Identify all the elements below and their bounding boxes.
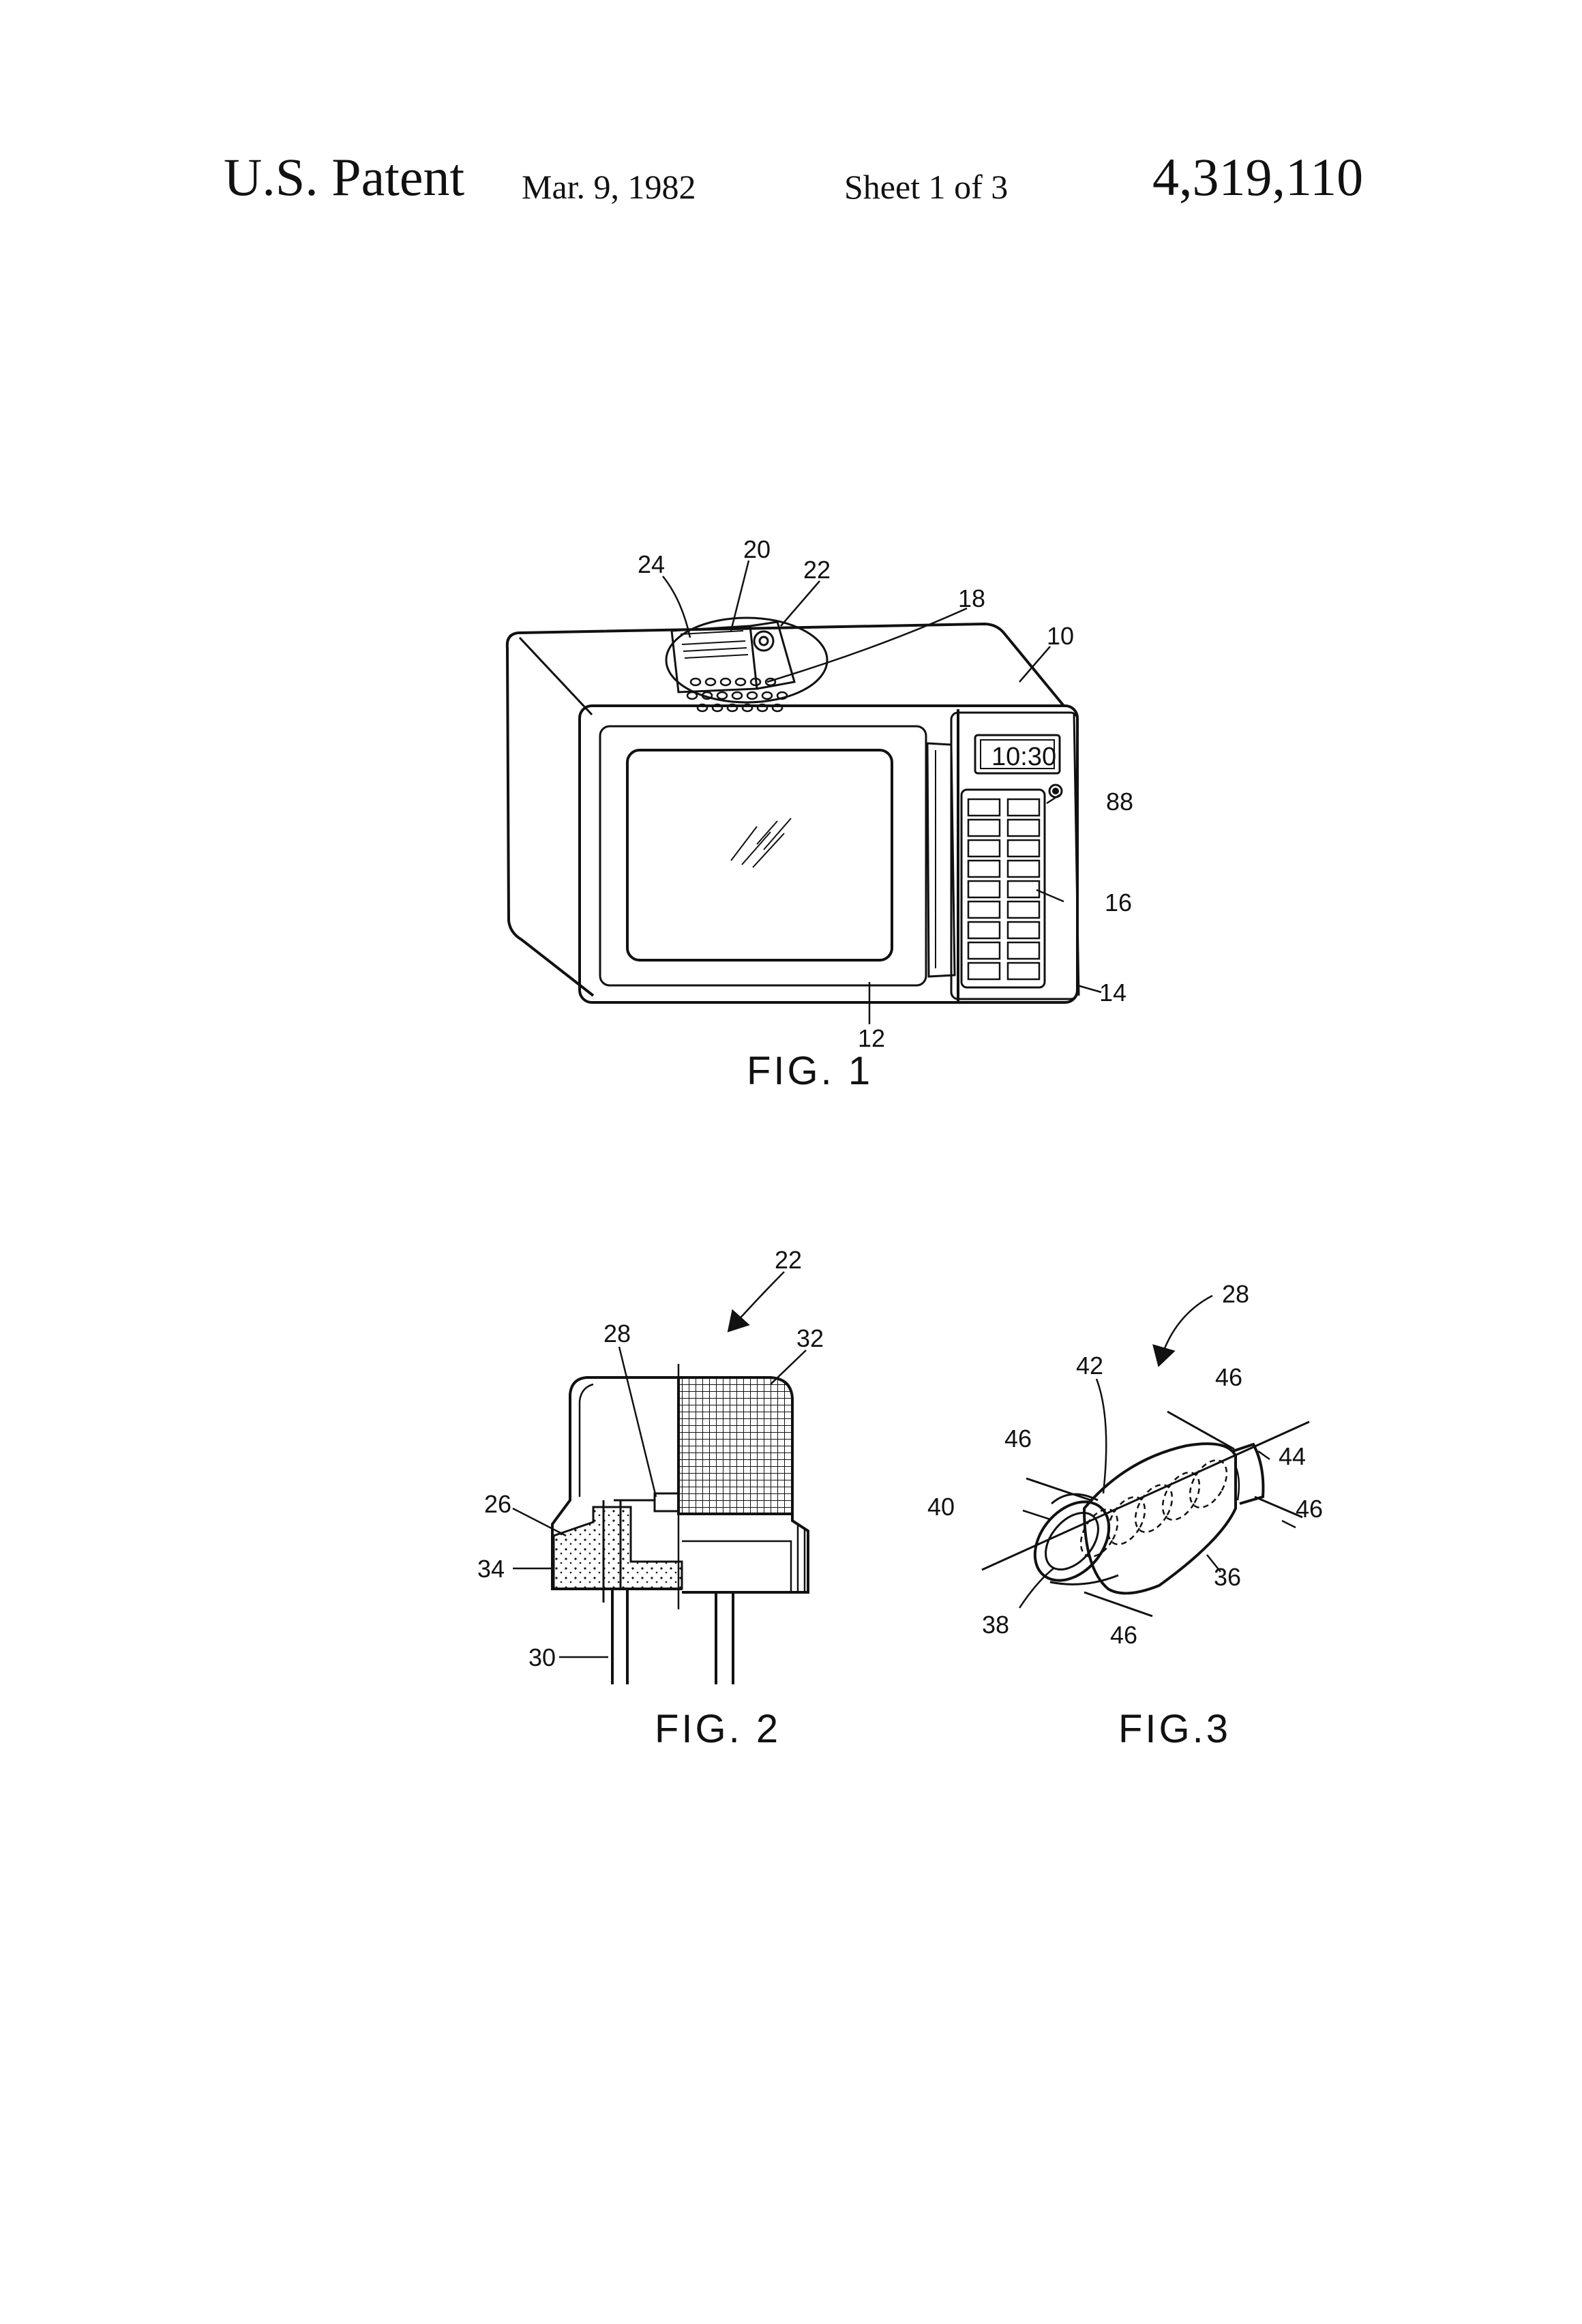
patent-title: U.S. Patent (224, 147, 465, 207)
vent-hole (741, 703, 753, 713)
keypad-button (967, 880, 1001, 899)
label-42: 42 (1076, 1352, 1103, 1380)
fig2-sensor (551, 1364, 809, 1684)
label-40: 40 (927, 1493, 955, 1521)
keypad-button (967, 798, 1001, 817)
label-34: 34 (477, 1555, 505, 1583)
fig1-labels: 24 20 22 18 10 88 16 14 12 10:30 (638, 535, 1133, 1052)
label-38: 38 (982, 1611, 1009, 1639)
label-28: 28 (603, 1320, 631, 1347)
label-28: 28 (1222, 1280, 1249, 1308)
label-12: 12 (858, 1024, 885, 1052)
vent-hole (776, 691, 788, 700)
fig2-labels: 22 28 32 26 34 30 (477, 1246, 824, 1671)
label-16: 16 (1105, 889, 1132, 917)
label-46: 46 (1215, 1363, 1242, 1391)
vent-hole (696, 703, 708, 713)
label-30: 30 (528, 1643, 556, 1671)
keypad-button (1006, 859, 1041, 878)
vent-hole (704, 677, 717, 687)
fig1-vent-holes (686, 677, 788, 713)
vent-hole (689, 677, 702, 687)
vent-hole (726, 703, 738, 713)
keypad-button (967, 921, 1001, 940)
fig1-keypad (967, 798, 1041, 981)
vent-hole (764, 677, 777, 687)
fig3-element (981, 1410, 1310, 1618)
keypad-button (1006, 941, 1041, 960)
fig1-microwave (505, 622, 1080, 1004)
keypad-button (967, 839, 1001, 858)
label-44: 44 (1279, 1442, 1306, 1470)
vent-hole (719, 677, 732, 687)
fig3-labels: 28 42 46 46 44 40 46 36 38 46 (927, 1280, 1323, 1649)
keypad-button (1006, 818, 1041, 837)
fig3-caption: FIG.3 (1118, 1707, 1231, 1751)
fig1-sensor-unit (665, 616, 829, 704)
sheet-number: Sheet 1 of 3 (844, 168, 1009, 206)
keypad-button (967, 818, 1001, 837)
label-26: 26 (484, 1490, 511, 1518)
vent-hole (711, 703, 723, 713)
label-22: 22 (803, 556, 831, 584)
vent-hole (761, 691, 773, 700)
vent-hole (749, 677, 762, 687)
label-18: 18 (958, 584, 985, 612)
label-14: 14 (1099, 979, 1126, 1007)
patent-number: 4,319,110 (1152, 147, 1364, 207)
fig1-leaders (662, 560, 1102, 1024)
fig2-leaders (512, 1271, 807, 1658)
keypad-button (967, 941, 1001, 960)
keypad-button (1006, 962, 1041, 981)
vent-hole (686, 691, 698, 700)
label-46: 46 (1110, 1621, 1137, 1649)
keypad-button (1006, 921, 1041, 940)
keypad-button (1006, 798, 1041, 817)
label-46: 46 (1004, 1425, 1032, 1452)
label-10: 10 (1047, 622, 1074, 650)
patent-date: Mar. 9, 1982 (522, 168, 696, 206)
fig1-caption: FIG. 1 (747, 1049, 873, 1093)
label-22: 22 (775, 1246, 802, 1274)
vent-hole (734, 677, 747, 687)
keypad-button (967, 962, 1001, 981)
fig3-leaders (1018, 1294, 1296, 1609)
label-46: 46 (1296, 1495, 1323, 1523)
vent-hole (756, 703, 768, 713)
vent-hole (716, 691, 728, 700)
keypad-button (1006, 839, 1041, 858)
vent-hole (731, 691, 743, 700)
keypad-button (967, 859, 1001, 878)
label-88: 88 (1106, 788, 1133, 816)
keypad-button (967, 900, 1001, 919)
oven-display: 10:30 (991, 743, 1056, 771)
keypad-button (1006, 900, 1041, 919)
vent-hole (771, 703, 783, 713)
label-24: 24 (638, 550, 665, 578)
keypad-button (1006, 880, 1041, 899)
label-32: 32 (796, 1324, 824, 1352)
label-36: 36 (1214, 1563, 1241, 1591)
label-20: 20 (743, 535, 771, 563)
vent-hole (701, 691, 713, 700)
fig2-caption: FIG. 2 (655, 1707, 781, 1751)
vent-hole (746, 691, 758, 700)
